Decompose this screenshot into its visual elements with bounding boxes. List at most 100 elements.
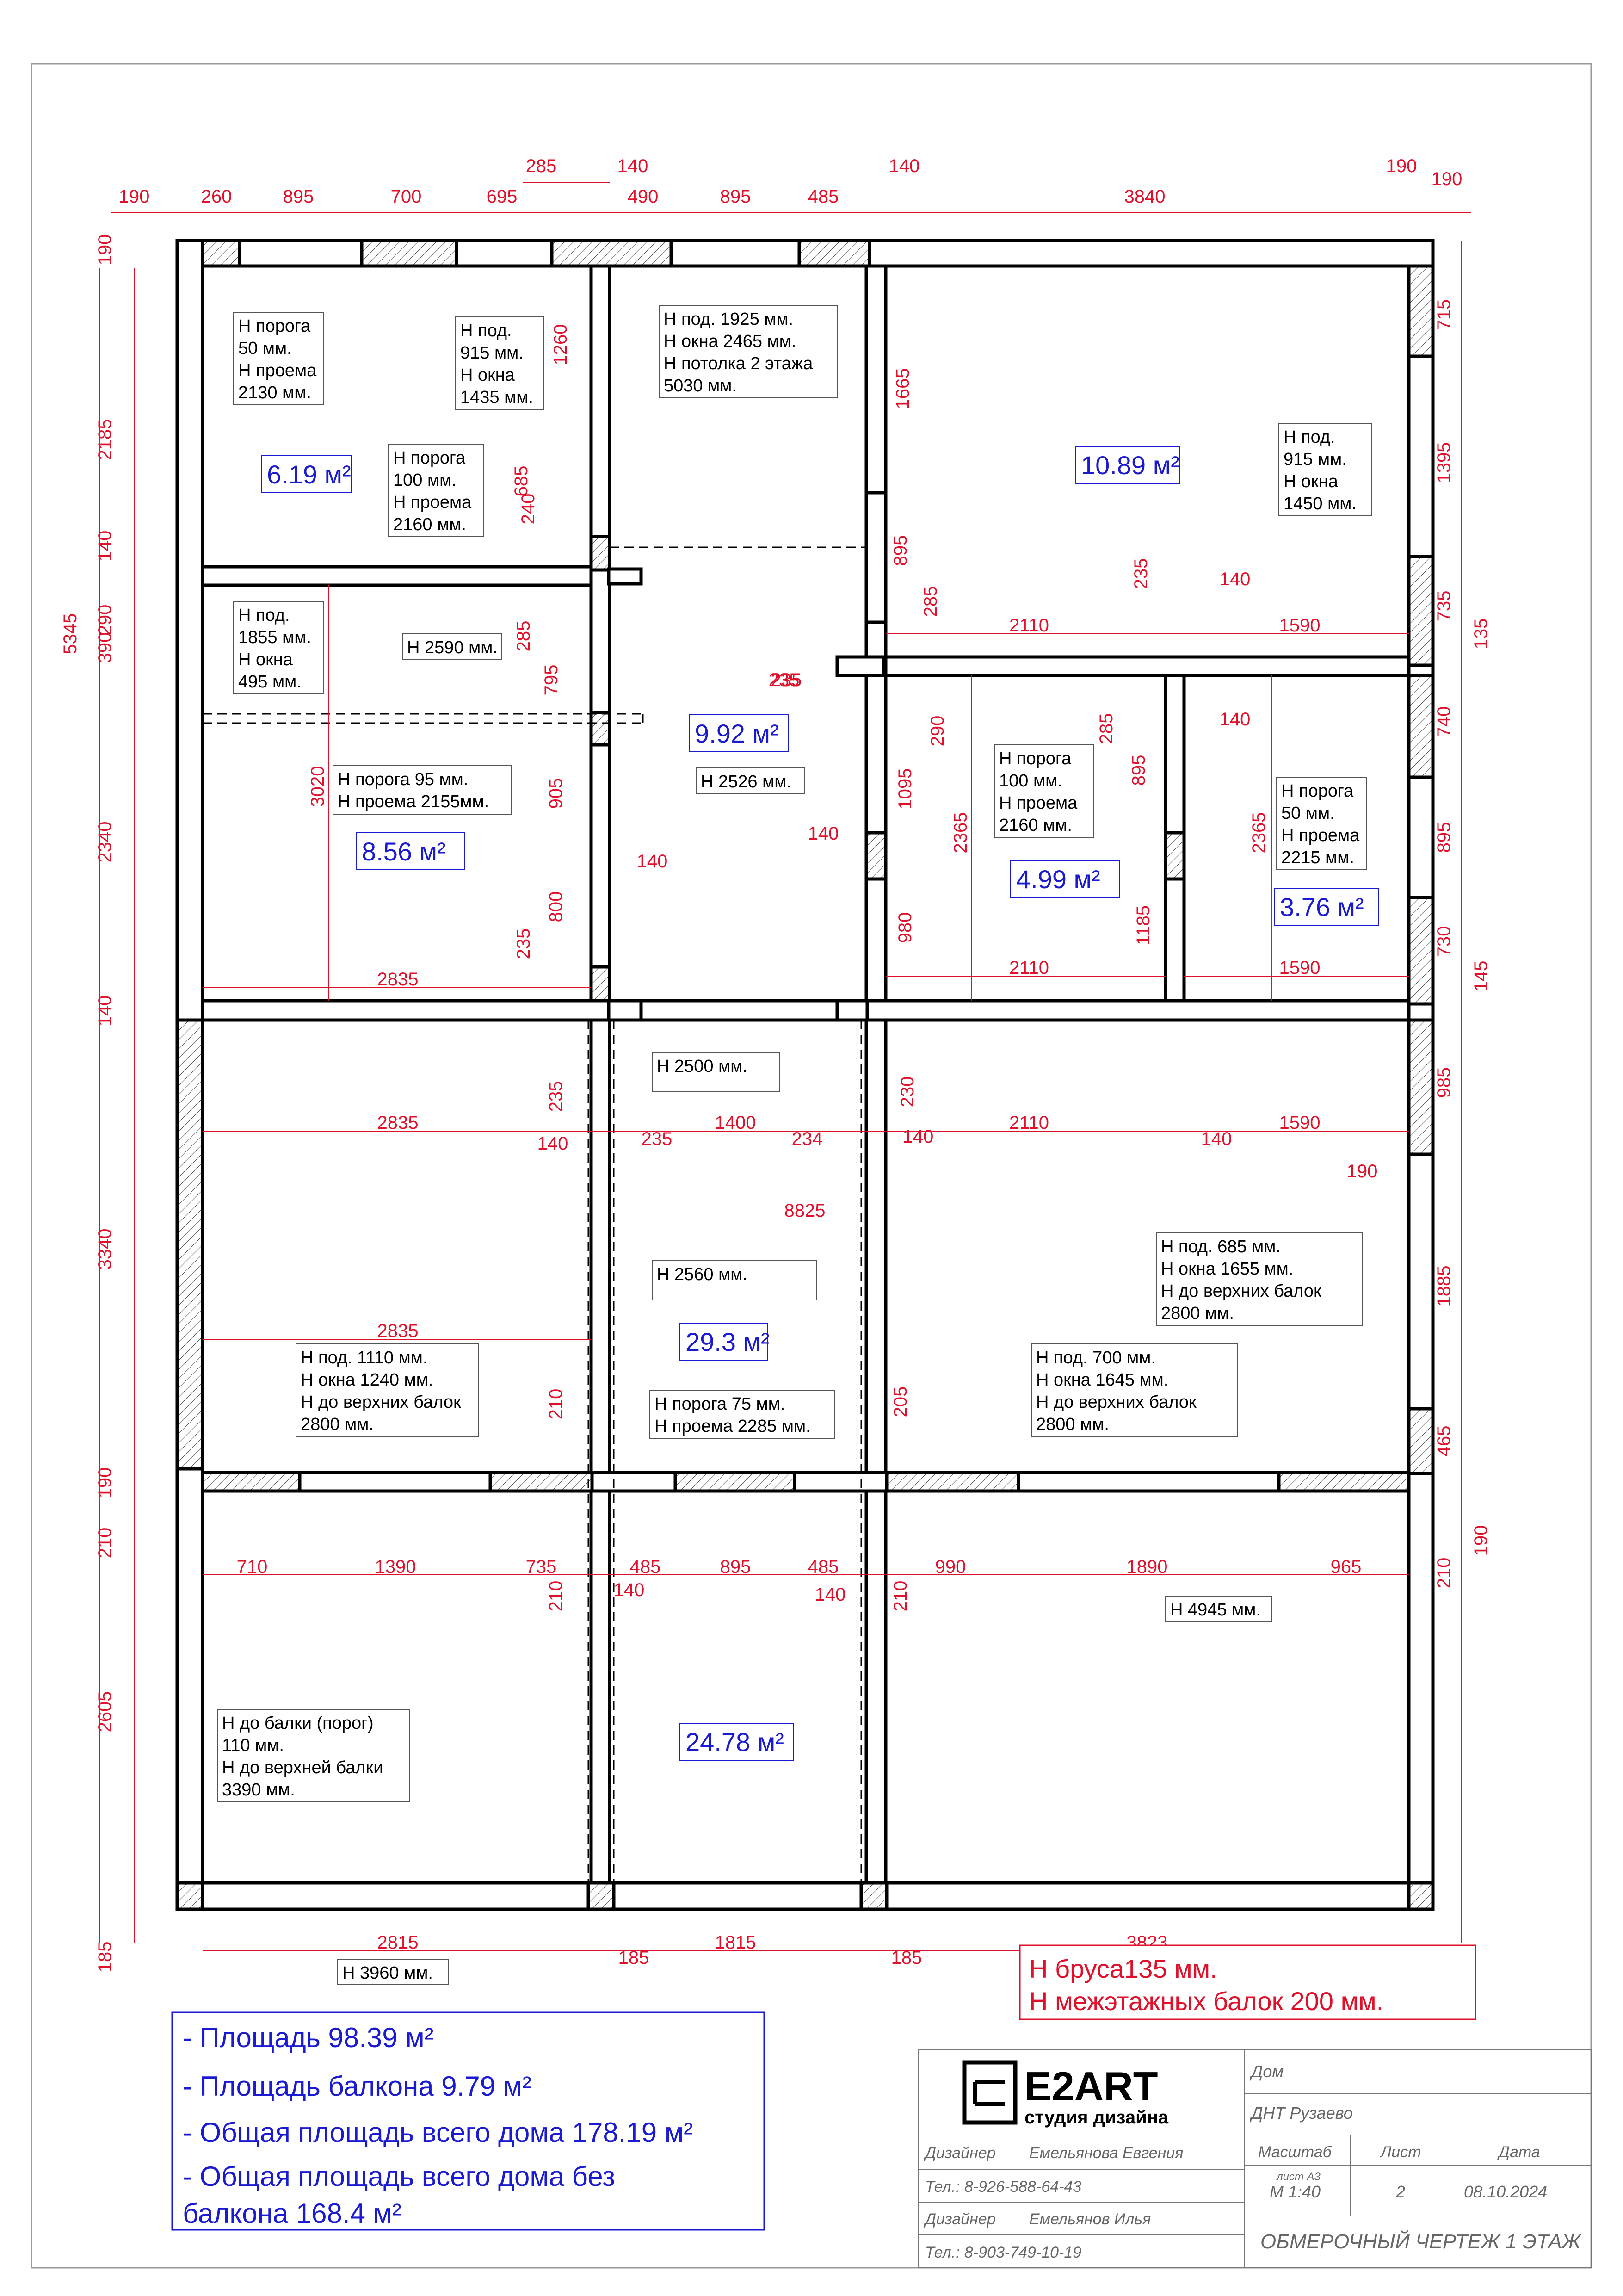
height-note: Н 2500 мм. [652, 1052, 780, 1092]
area-summary: - Площадь 98.39 м² - Площадь балкона 9.7… [171, 2011, 765, 2231]
room-area-label: 3.76 м² [1280, 892, 1364, 922]
height-note-line: 915 мм. [1284, 450, 1347, 469]
dimension-label: 735 [1434, 591, 1454, 622]
room-area: 8.56 м² [356, 832, 465, 870]
height-note-line: 2800 мм. [1036, 1415, 1109, 1434]
dimension-label: 285 [526, 156, 557, 176]
dimension-label: 2340 [95, 822, 115, 863]
room-area: 24.78 м² [679, 1723, 794, 1761]
height-note-line: Н под. 1925 мм. [664, 309, 793, 329]
tb-sheet: 2 [1395, 2182, 1405, 2201]
dimension-label: 145 [1471, 961, 1491, 992]
height-note-line: Н до верхних балок [301, 1392, 461, 1412]
dimension-label: 290 [95, 605, 115, 636]
room-area-label: 9.92 м² [695, 719, 779, 748]
height-note-line: Н 2500 мм. [657, 1057, 747, 1076]
dimension-label: 290 [927, 716, 948, 747]
title-block-text: Дом ДНТ Рузаево Дизайнер Емельянова Евге… [923, 2062, 1582, 2261]
dimension-label: 895 [720, 1557, 751, 1577]
dimension-label: 695 [487, 186, 518, 207]
room-area-label: 6.19 м² [267, 460, 351, 489]
dimension-label: 710 [237, 1557, 268, 1577]
dimension-label: 230 [897, 1077, 918, 1108]
dimension-label: 2110 [1009, 615, 1049, 636]
dimension-label: 1890 [1127, 1557, 1168, 1577]
logo-text: E2ART [1024, 2063, 1158, 2109]
summary-line-1: - Площадь 98.39 м² [183, 2022, 434, 2053]
dimension-label: 485 [630, 1557, 661, 1577]
height-note: Н 3960 мм. [337, 1959, 449, 1985]
dimension-label: 2365 [1249, 812, 1269, 854]
dimension-label: 715 [1434, 299, 1454, 330]
dimension-label: 140 [903, 1126, 934, 1147]
height-note-line: Н проема [999, 793, 1078, 813]
dimension-label: 3840 [1124, 186, 1166, 207]
dimension-label: 210 [546, 1581, 566, 1612]
height-note-line: 1855 мм. [238, 628, 311, 647]
summary-line-2: - Площадь балкона 9.79 м² [183, 2071, 531, 2102]
dimension-label: 965 [1331, 1557, 1362, 1577]
dimension-label: 895 [1434, 822, 1454, 853]
dimension-lines [99, 182, 1471, 1951]
dimension-label: 2605 [95, 1691, 115, 1733]
height-note: Н 2526 мм. [696, 767, 805, 794]
room-area: 10.89 м² [1075, 446, 1180, 484]
height-note-line: Н порога [1281, 781, 1354, 801]
beam-lines [203, 546, 888, 1909]
height-note-line: 50 мм. [1281, 804, 1335, 823]
beam-height-note: Н бруса135 мм. Н межэтажных балок 200 мм… [1019, 1944, 1476, 2020]
height-note-line: Н окна 1655 мм. [1161, 1259, 1293, 1279]
height-note-line: Н под. [1284, 427, 1335, 447]
dimension-label: 185 [618, 1948, 649, 1968]
dimension-label: 800 [546, 891, 566, 922]
tb-date: 08.10.2024 [1464, 2182, 1547, 2201]
dimension-label: 2185 [95, 419, 115, 460]
dimension-label: 8825 [784, 1201, 826, 1221]
summary-line-5: балкона 168.4 м² [183, 2198, 401, 2229]
dimension-label: 1590 [1279, 615, 1321, 636]
dimension-label: 1095 [895, 768, 915, 810]
height-note-line: Н проема 2285 мм. [654, 1417, 811, 1436]
dimension-label: 1885 [1434, 1266, 1454, 1307]
height-note-line: Н проема [238, 361, 317, 380]
dimension-label: 390 [95, 632, 115, 663]
height-note-line: Н проема [1281, 826, 1360, 845]
height-note: Н порога 75 мм.Н проема 2285 мм. [649, 1390, 835, 1439]
height-note-line: 2160 мм. [393, 515, 466, 534]
dimension-label: 140 [1201, 1129, 1232, 1149]
dimension-label: 140 [95, 531, 115, 562]
height-note-line: Н окна [1284, 472, 1339, 491]
dimension-label: 895 [1129, 755, 1149, 786]
tb-sheet-format: лист А3 [1276, 2171, 1321, 2183]
dimension-label: 140 [617, 156, 648, 176]
height-note-line: Н под. 700 мм. [1036, 1348, 1156, 1368]
dimension-label: 140 [1220, 569, 1251, 589]
dimension-label: 795 [541, 665, 562, 696]
tb-designer1-label: Дизайнер [923, 2144, 996, 2162]
dimension-label: 465 [1434, 1426, 1454, 1457]
dimension-label: 1390 [375, 1557, 416, 1577]
dimension-label: 285 [1096, 713, 1117, 744]
height-note-line: Н до верхних балок [1161, 1281, 1321, 1301]
dimension-label: 190 [95, 1467, 115, 1498]
tb-designer2-name: Емельянов Илья [1029, 2210, 1151, 2228]
height-note-line: Н до верхней балки [222, 1758, 383, 1777]
height-note-line: 2800 мм. [301, 1415, 374, 1434]
dimension-label: 235 [513, 928, 534, 959]
dimension-label: 2365 [950, 812, 971, 854]
dimension-label: 260 [201, 186, 232, 207]
height-note-line: Н порога [393, 448, 466, 468]
tb-scale-label: Масштаб [1258, 2143, 1333, 2161]
height-note-line: Н 2560 мм. [657, 1265, 747, 1284]
dimension-label: 485 [808, 186, 839, 207]
dimension-label: 190 [1347, 1161, 1378, 1182]
dimension-label: 700 [391, 186, 422, 207]
dimension-label: 990 [935, 1557, 966, 1577]
height-note-line: 100 мм. [999, 771, 1062, 791]
dimension-label: 685 [511, 466, 531, 497]
dimension-label: 140 [95, 996, 115, 1027]
